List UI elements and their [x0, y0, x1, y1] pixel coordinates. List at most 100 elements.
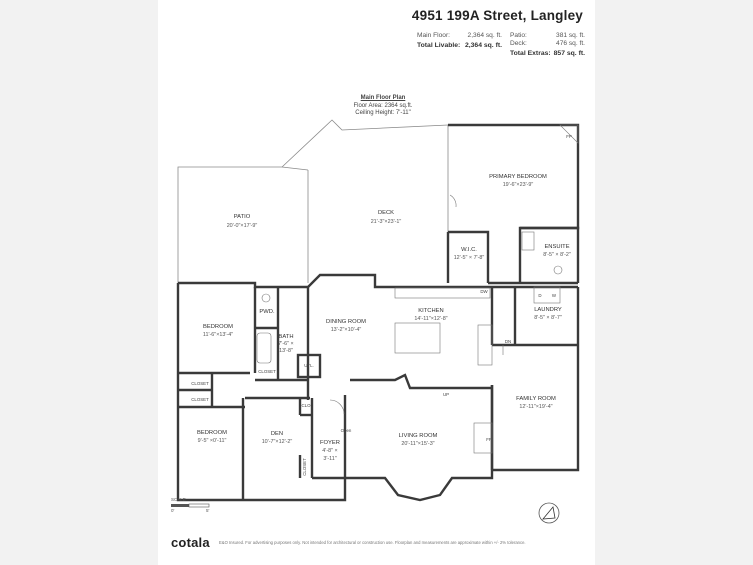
living-room-dim: 20'-11"×15'-3"	[401, 441, 434, 447]
total-livable-label: Total Livable:	[417, 42, 461, 49]
closet2-label: CLOSET	[191, 397, 209, 402]
compass-arrow	[542, 506, 556, 520]
right-exterior-wall	[492, 287, 580, 472]
foyer-label: FOYER	[320, 440, 340, 446]
family-room-dim: 12'-11"×19'-4"	[519, 404, 552, 410]
bath-label: BATH	[278, 334, 293, 340]
family-room-label: FAMILY ROOM	[516, 396, 556, 402]
utility-label: UTL.	[304, 363, 314, 368]
patio-label: PATIO	[234, 214, 251, 220]
property-address: 4951 199A Street, Langley	[411, 8, 583, 23]
closet1-label: CLOSET	[191, 381, 209, 386]
stairs-down-label: DN	[505, 339, 511, 344]
foyer-door-swing	[329, 399, 345, 415]
ensuite-sink	[553, 265, 563, 275]
ensuite-walls	[520, 226, 580, 283]
kitchen-label: KITCHEN	[418, 308, 443, 314]
dryer-label: D	[538, 293, 541, 298]
ensuite-label: ENSUITE	[544, 244, 569, 250]
top-exterior-wall	[178, 273, 578, 289]
wic-label: W.I.C.	[461, 247, 477, 253]
exterior-outlines	[177, 119, 449, 283]
left-exterior-wall	[176, 283, 347, 502]
dishwasher-label: DW	[480, 289, 488, 294]
kitchen-counter	[394, 287, 491, 299]
living-fp-label: FP	[486, 437, 492, 442]
interior-walls	[176, 123, 580, 502]
cotala-logo: cotala	[171, 535, 210, 550]
dining-room-label: DINING ROOM	[326, 319, 366, 325]
wic-walls	[448, 230, 490, 283]
main-floor-label: Main Floor:	[417, 32, 450, 39]
bedroom2-label: BEDROOM	[197, 430, 227, 436]
scale-five: 5'	[206, 508, 210, 513]
laundry-dim: 8'-5" × 8'-7"	[534, 315, 562, 321]
bath-dim-1: 7'-6" ×	[278, 341, 293, 347]
dining-room-dim: 13'-2"×10'-4"	[331, 327, 362, 333]
patio-value: 381 sq. ft.	[556, 32, 585, 39]
primary-bedroom-dim: 19'-6"×23'-9"	[503, 182, 534, 188]
living-top-wall	[350, 373, 492, 390]
disclaimer-text: E&O Insured. For advertising purposes on…	[219, 540, 526, 545]
bedroom2-dim: 9'-5" ×0'-11"	[198, 438, 227, 444]
stairs-up-label: UP	[443, 392, 449, 397]
patio-deck-outline	[177, 119, 449, 283]
utility-closet	[296, 353, 322, 379]
bathtub	[256, 332, 272, 364]
pwd-label: PWD.	[259, 309, 275, 315]
plan-floor-area: Floor Area: 2364 sq.ft.	[353, 102, 413, 109]
primary-bedroom-label: PRIMARY BEDROOM	[489, 174, 547, 180]
clo-label: CLO	[301, 403, 311, 408]
total-extras-value: 857 sq. ft.	[553, 50, 585, 57]
deck-label: Deck:	[510, 40, 527, 47]
deck-label: DECK	[378, 210, 394, 216]
living-room-label: LIVING ROOM	[399, 433, 438, 439]
deck-dim: 21'-3"×23'-1"	[371, 219, 402, 225]
primary-fp-label: FP	[566, 134, 572, 139]
wic-dim: 12'-5" × 7'-8"	[454, 255, 485, 261]
ensuite-shower	[521, 231, 535, 251]
scale-caption: SCALE	[171, 497, 186, 502]
bath-closet-label: CLOSET	[258, 369, 276, 374]
foyer-dim-2: 3'-11"	[323, 456, 336, 462]
main-floor-value: 2,364 sq. ft.	[467, 32, 502, 39]
open-label: Open	[341, 428, 352, 433]
washer-dryer	[533, 286, 561, 304]
plan-ceiling-height: Ceiling Height: 7'-11"	[355, 110, 411, 117]
stairs-block	[477, 324, 493, 366]
scale-zero: 0'	[171, 508, 175, 513]
kitchen-dim: 14'-11"×12'-8"	[414, 316, 447, 322]
patio-label: Patio:	[510, 32, 527, 39]
plan-title: Main Floor Plan	[360, 95, 406, 101]
deck-door-swing	[449, 194, 457, 208]
foyer-dim-1: 4'-8" ×	[322, 448, 337, 454]
bedroom1-label: BEDROOM	[203, 324, 233, 330]
powder-toilet	[261, 293, 271, 303]
ensuite-dim: 8'-5" × 8'-2"	[543, 252, 571, 258]
deck-value: 476 sq. ft.	[556, 40, 585, 47]
scale-bar-dark	[171, 504, 189, 507]
compass-ring	[538, 502, 560, 524]
laundry-label: LAUNDRY	[534, 307, 562, 313]
bath-dim-2: 13'-8"	[279, 348, 293, 354]
living-fireplace	[473, 422, 493, 454]
foyer-closet-label: CLOSET	[302, 458, 307, 476]
living-bay-wall	[345, 385, 494, 502]
kitchen-island	[394, 322, 441, 354]
washer-label: W	[552, 293, 557, 298]
total-livable-value: 2,364 sq. ft.	[464, 42, 502, 49]
scale-bar-light	[188, 503, 210, 508]
patio-deck-join	[281, 166, 309, 171]
primary-fireplace	[559, 124, 579, 144]
scale-bar	[171, 503, 210, 508]
compass	[538, 502, 560, 524]
den-dim: 10'-7"×12'-2"	[262, 439, 293, 445]
plan-caption: Main Floor Plan Floor Area: 2364 sq.ft. …	[340, 95, 426, 118]
scale-label: SCALE	[171, 497, 186, 502]
fixtures	[256, 124, 579, 454]
total-extras-label: Total Extras:	[510, 50, 551, 57]
bedroom1-dim: 11'-6"×13'-4"	[203, 332, 233, 338]
den-label: DEN	[271, 431, 283, 437]
patio-dim: 20'-0"×17'-9"	[227, 223, 258, 229]
